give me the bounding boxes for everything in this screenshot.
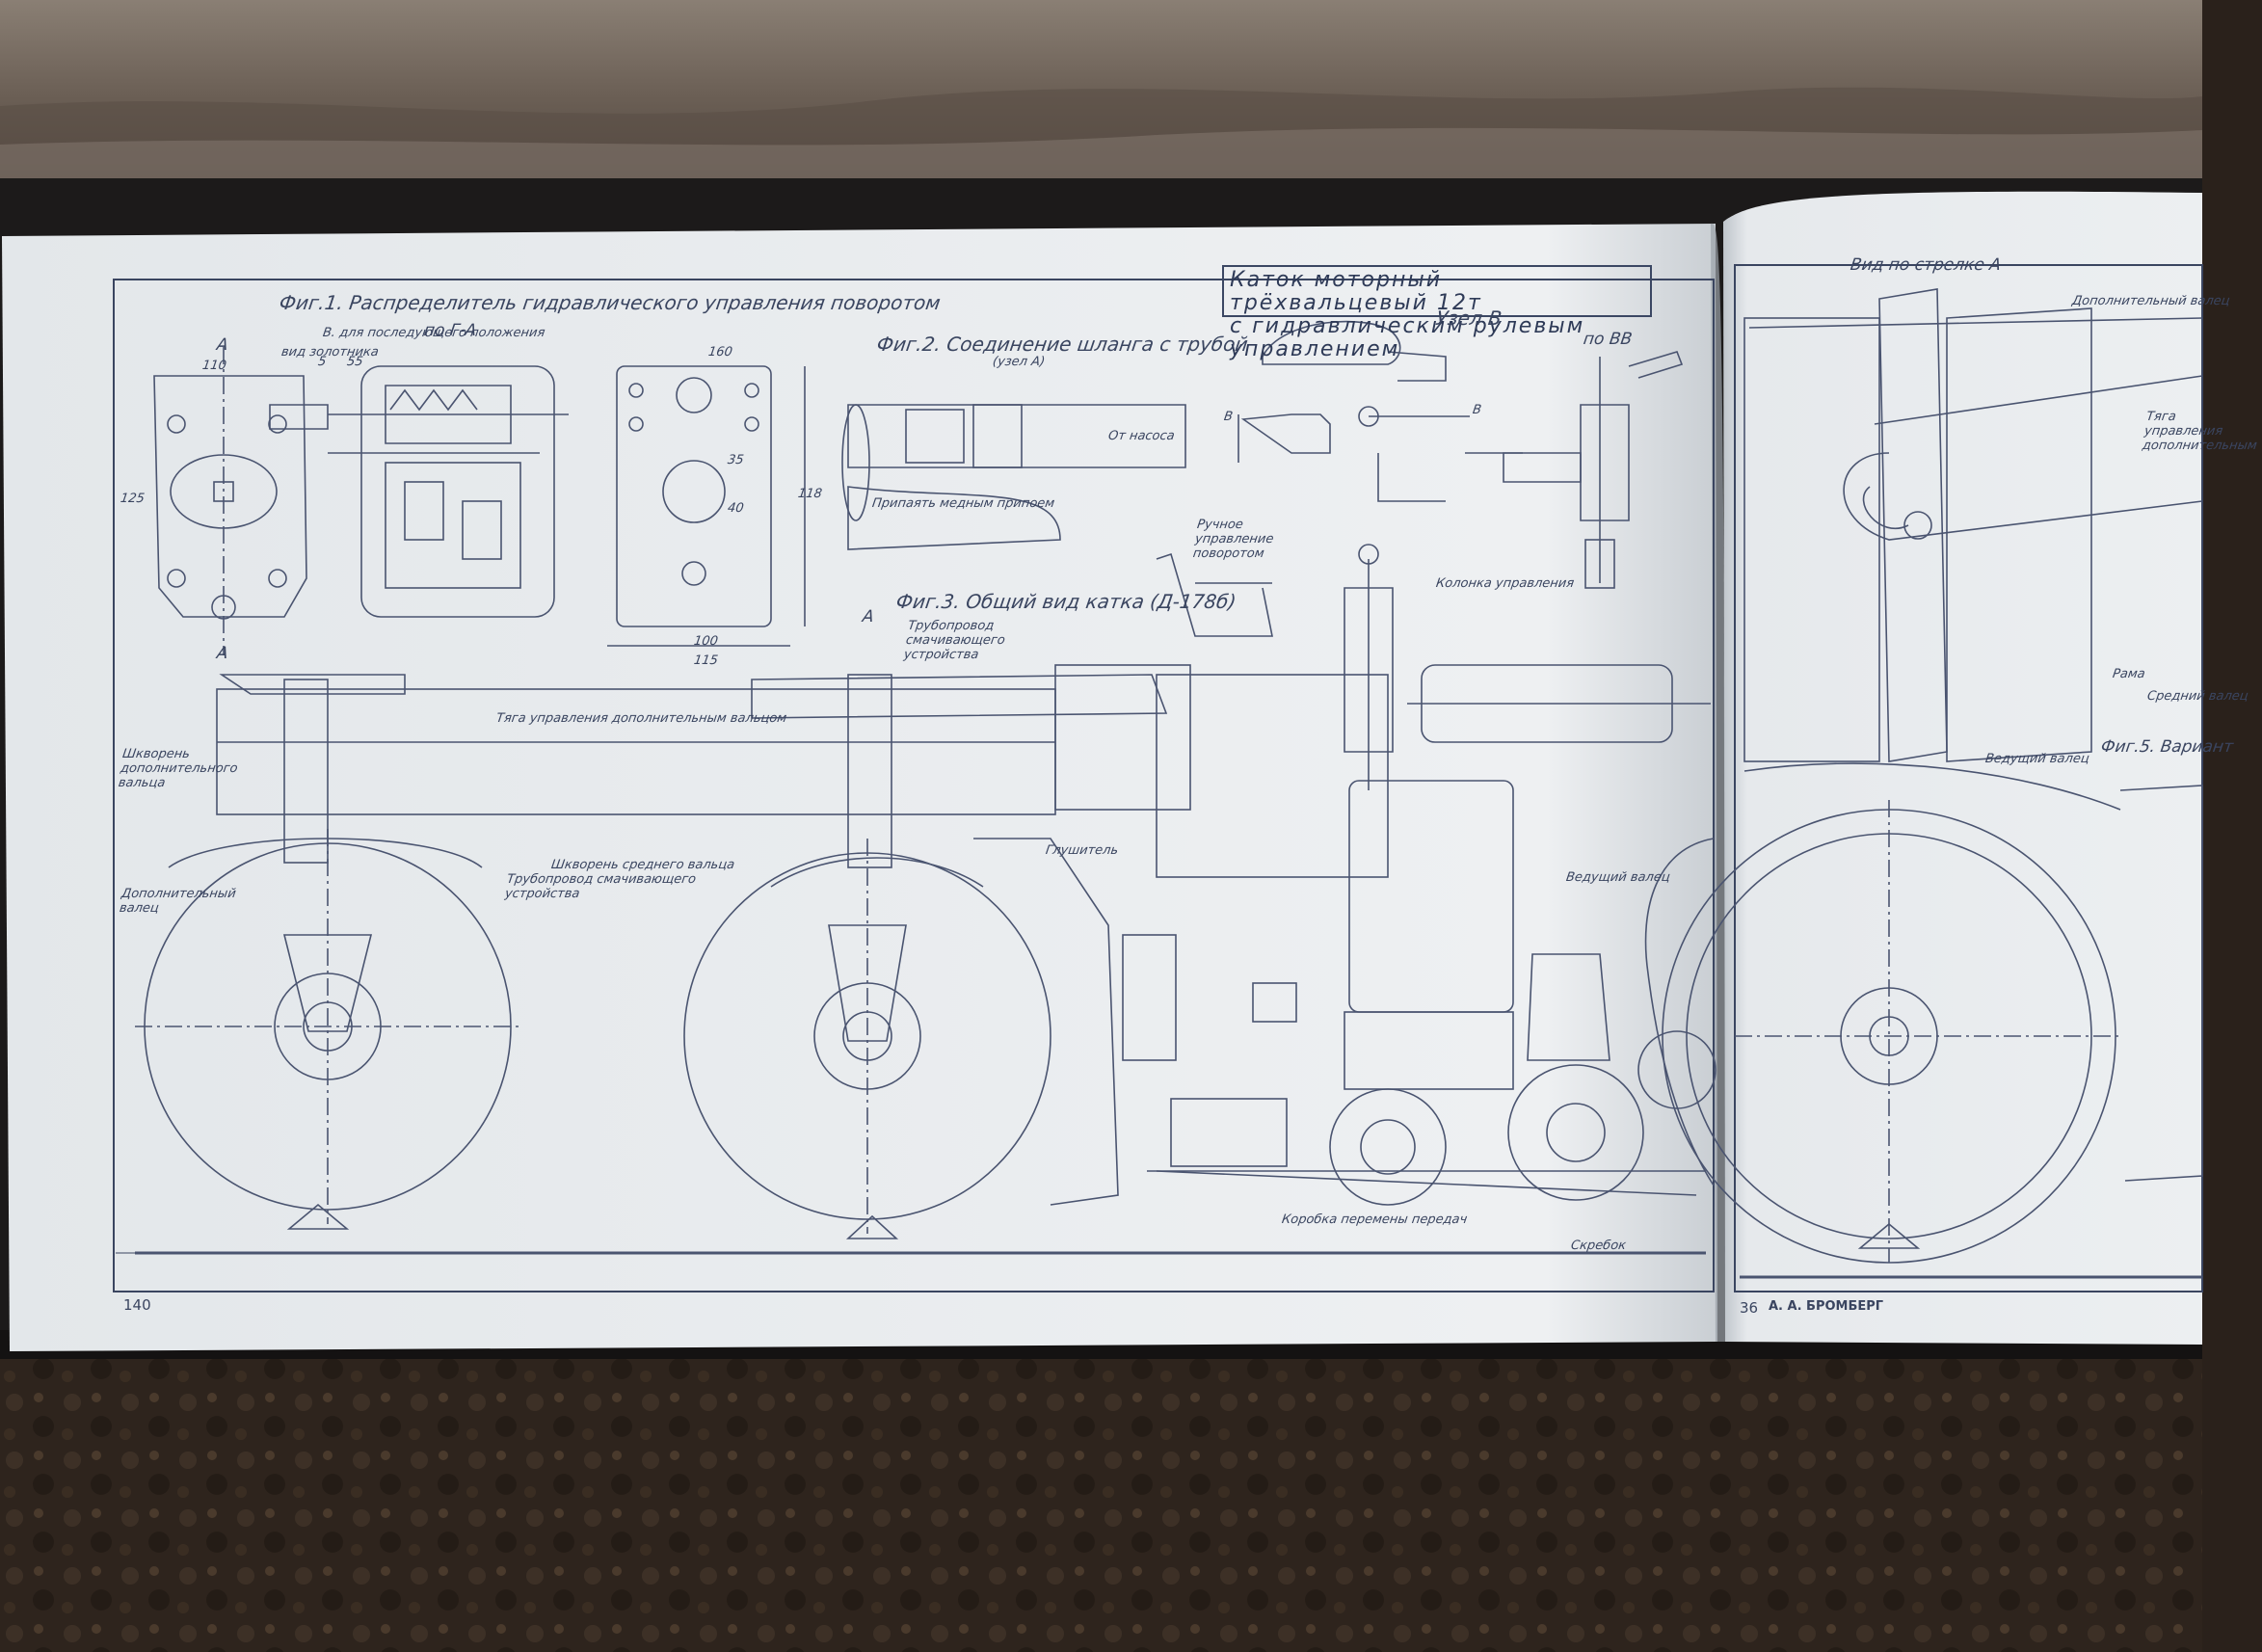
annot-vedushchiy-right: Ведущий валец — [1983, 752, 2090, 766]
annot-shkvoren-sred: Шкворень среднего вальца — [549, 858, 736, 872]
section-label-a-top: А — [215, 335, 230, 355]
view-arrow-a-label: Вид по стрелке А — [1849, 255, 2003, 275]
dim-40: 40 — [726, 501, 745, 516]
dim-110: 110 — [200, 359, 227, 373]
drawing-frame-right — [1734, 264, 2203, 1292]
left-page — [2, 224, 1717, 1351]
annot-posled-polozh: В. для последующего положения — [321, 326, 546, 340]
annot-glushitel: Глушитель — [1044, 843, 1120, 858]
dim-35: 35 — [726, 453, 745, 467]
annot-korobka: Коробка перемены передач — [1280, 1212, 1469, 1227]
annot-vid-zolotnika: вид золотника — [279, 345, 380, 360]
page-number-left: 140 — [123, 1296, 151, 1314]
title-line-2: с гидравлическим рулевым управлением — [1230, 314, 1585, 361]
annot-rama: Рама — [2111, 667, 2146, 681]
annot-tyaga-dop: Тяга управления дополнительным — [2141, 410, 2258, 453]
annot-dop-balka: Дополнительный валец — [2070, 294, 2231, 308]
page-number-right: 36 — [1740, 1299, 1759, 1317]
section-label-a-bottom: А — [215, 644, 230, 663]
annot-kolonka: Колонка управления — [1434, 576, 1576, 591]
dim-100: 100 — [692, 634, 719, 649]
fig5-caption: Фиг.5. Вариант — [2099, 737, 2235, 757]
annot-dop-valets: Дополнительный валец — [118, 887, 237, 916]
annot-ot-nasosa: От насоса — [1106, 429, 1176, 443]
dim-115: 115 — [692, 653, 719, 668]
title-line-1: Каток моторный трёхвальцевый 12т — [1230, 268, 1482, 315]
annot-truboprovod-bottom: Трубопровод смачивающего устройства — [503, 872, 698, 901]
annot-ruchnoe: Ручное управление поворотом — [1191, 518, 1275, 561]
dim-160: 160 — [706, 345, 733, 360]
fig2-caption: Фиг.2. Соединение шланга с трубой — [875, 333, 1250, 356]
po-bb-label: по ВВ — [1582, 330, 1634, 349]
annot-pripayat: Припаять медным припоем — [870, 496, 1056, 511]
photo-scene — [0, 0, 2203, 1652]
annot-skrebok: Скребок — [1569, 1239, 1628, 1253]
page-author: А. А. БРОМБЕРГ — [1769, 1299, 1884, 1314]
annot-vedushchiy: Ведущий валец — [1564, 870, 1671, 885]
dim-118: 118 — [796, 487, 823, 501]
drawing-title-block: Каток моторный трёхвальцевый 12т с гидра… — [1222, 265, 1652, 361]
uzel-b-label: Узел В — [1434, 306, 1504, 330]
fig2-subcaption: (узел А) — [991, 355, 1047, 369]
rug-background-bottom — [0, 1340, 2202, 1652]
annot-shkvoren-dop: Шкворень дополнительного вальца — [117, 747, 239, 790]
technical-drawing — [135, 288, 2203, 1279]
fig1-caption: Фиг.1. Распределитель гидравлического уп… — [278, 291, 943, 314]
drawing-frame-left — [113, 279, 1715, 1292]
right-page — [1723, 191, 2202, 1345]
annot-sredniy: Средний валец — [2145, 689, 2249, 704]
fig3-caption: Фиг.3. Общий вид катка (Д-178б) — [894, 590, 1238, 613]
arrow-a-marker: А — [861, 607, 876, 626]
annot-tyaga: Тяга управления дополнительным вальцом — [494, 711, 788, 726]
dim-125: 125 — [119, 492, 146, 506]
annot-truboprovod-top: Трубопровод смачивающего устройства — [902, 619, 1006, 662]
